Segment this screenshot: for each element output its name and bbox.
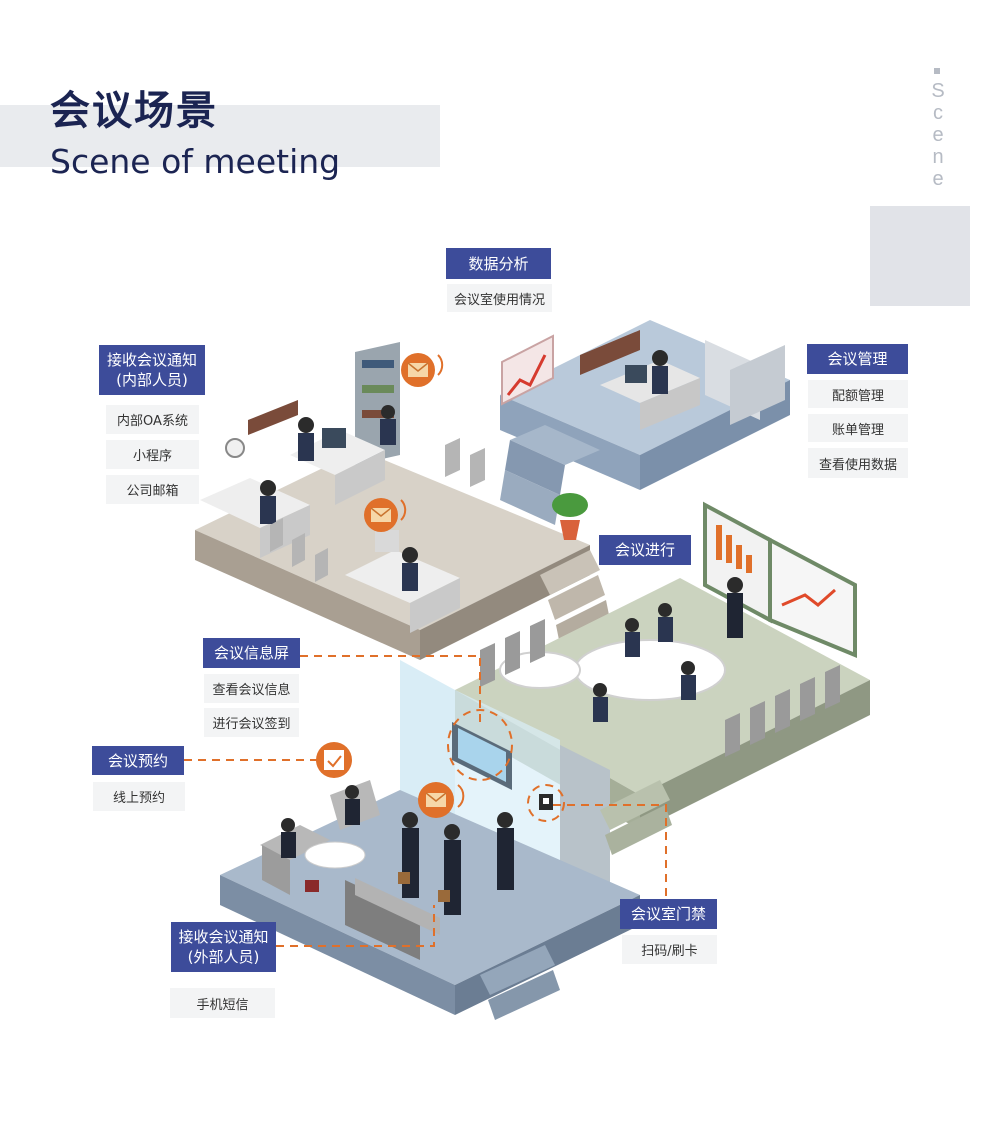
- tag-meeting-management: 会议管理: [807, 344, 908, 374]
- plant-icon: [552, 493, 588, 540]
- sub-usage-data: 查看使用数据: [808, 448, 908, 478]
- tag-booking: 会议预约: [92, 746, 184, 775]
- sub-scan-card: 扫码/刷卡: [622, 935, 717, 964]
- side-letter: e: [932, 168, 944, 190]
- qr-reader-icon: [539, 794, 553, 810]
- calendar-check-icon: [316, 742, 352, 778]
- title-band: [0, 105, 440, 167]
- sub-sms: 手机短信: [170, 988, 275, 1018]
- side-dot: [934, 68, 940, 74]
- tag-line: (内部人员): [116, 371, 188, 389]
- sub-mini-program: 小程序: [106, 440, 199, 469]
- side-letter: S: [931, 80, 945, 102]
- side-letter: c: [933, 102, 943, 124]
- side-word: S c e n e: [928, 80, 948, 190]
- side-letter: e: [932, 124, 944, 146]
- tag-info-screen: 会议信息屏: [203, 638, 300, 668]
- tag-access-control: 会议室门禁: [620, 899, 717, 929]
- page-title: 会议场景: [50, 88, 218, 134]
- tag-meeting-in-progress: 会议进行: [599, 535, 691, 565]
- clock-icon: [225, 438, 245, 458]
- mail-icon: [418, 782, 465, 818]
- sub-room-usage: 会议室使用情况: [447, 284, 552, 312]
- tag-receive-external: 接收会议通知 (外部人员): [171, 922, 276, 972]
- sub-company-mail: 公司邮箱: [106, 475, 199, 504]
- sub-oa-system: 内部OA系统: [106, 405, 199, 434]
- management-room: [500, 320, 790, 525]
- sub-bill-management: 账单管理: [808, 414, 908, 442]
- side-decor-block: [870, 206, 970, 306]
- connector-lines: [184, 655, 667, 947]
- side-letter: n: [932, 146, 944, 168]
- tag-receive-internal: 接收会议通知 (内部人员): [99, 345, 205, 395]
- sub-quota-management: 配额管理: [808, 380, 908, 408]
- office-room: [195, 342, 610, 660]
- tag-line: 接收会议通知: [106, 351, 197, 369]
- meeting-room: [400, 501, 870, 900]
- sub-online-booking: 线上预约: [93, 782, 185, 811]
- tag-line: (外部人员): [187, 948, 260, 966]
- sub-view-info: 查看会议信息: [204, 674, 299, 703]
- sub-check-in: 进行会议签到: [204, 708, 299, 737]
- page-subtitle: Scene of meeting: [50, 142, 341, 181]
- tag-data-analysis: 数据分析: [446, 248, 551, 279]
- tag-line: 接收会议通知: [178, 928, 269, 946]
- mail-icon: [364, 498, 407, 532]
- mail-icon: [401, 353, 444, 387]
